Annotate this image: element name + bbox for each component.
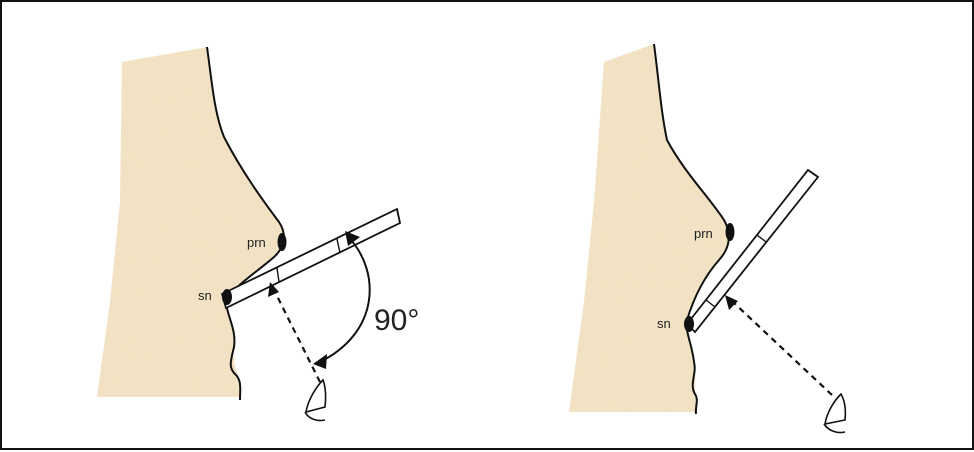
landmark-sn-label: sn bbox=[198, 288, 212, 303]
left-illustration: prn sn 90° bbox=[2, 2, 489, 452]
landmark-prn-label: prn bbox=[247, 235, 266, 250]
sight-arrowhead bbox=[725, 295, 738, 310]
angle-arc-arrowhead-bottom bbox=[313, 354, 327, 369]
eye-icon bbox=[305, 380, 326, 421]
landmark-prn-label: prn bbox=[694, 226, 713, 241]
landmark-sn-dot bbox=[222, 289, 232, 305]
face-profile-texture bbox=[97, 47, 284, 397]
right-panel: prn sn bbox=[489, 2, 974, 452]
eye-icon bbox=[824, 394, 845, 433]
landmark-sn-dot bbox=[684, 316, 694, 332]
left-panel: prn sn 90° bbox=[2, 2, 489, 452]
landmark-prn-dot bbox=[278, 233, 287, 251]
sight-line bbox=[733, 302, 832, 395]
right-illustration: prn sn bbox=[489, 2, 974, 452]
landmark-sn-label: sn bbox=[657, 316, 671, 331]
angle-label: 90° bbox=[374, 304, 419, 337]
landmark-prn-dot bbox=[726, 223, 735, 241]
sight-line bbox=[274, 290, 320, 382]
